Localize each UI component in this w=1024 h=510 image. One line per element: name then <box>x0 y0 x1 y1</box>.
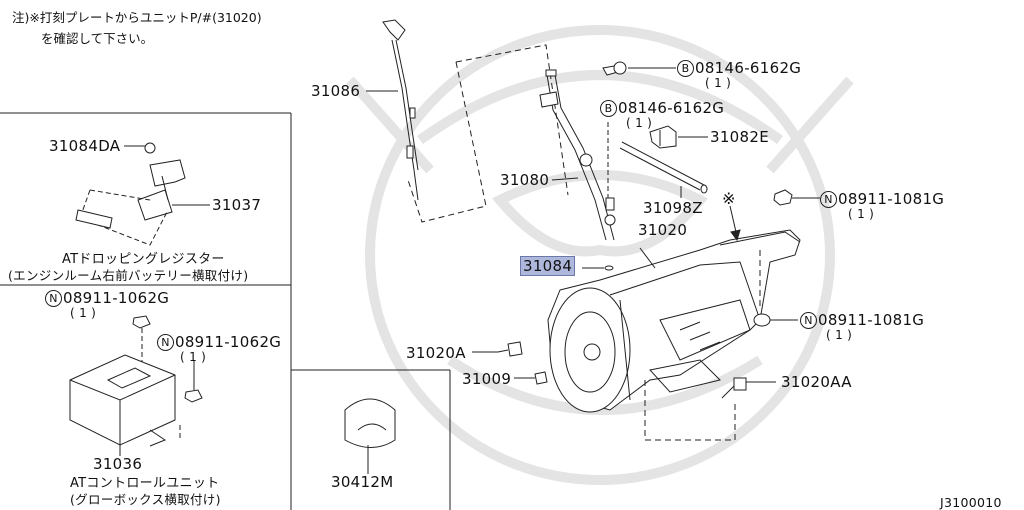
part-31098z[interactable]: 31098Z <box>643 199 703 217</box>
nut-left1-drawing <box>132 315 151 329</box>
star-mark: ※ <box>722 189 736 208</box>
part-31037[interactable]: 31037 <box>212 196 262 214</box>
bolt-31020aa-drawing <box>721 377 747 399</box>
part-31084-highlight: 31084 <box>520 256 576 276</box>
nut-code-left1: 08911-1062G <box>63 289 170 307</box>
nut-code-mid: 08911-1081G <box>818 311 925 329</box>
part-31020a[interactable]: 31020A <box>406 344 466 362</box>
nut-code-top: 08911-1081G <box>838 190 945 208</box>
bolt-code-b1: 08146-6162G <box>695 59 802 77</box>
nut-left1-qty: ( 1 ) <box>70 306 97 320</box>
inset-bottom-caption-1: ATコントロールユニット <box>70 476 220 491</box>
nut-symbol-left1: N <box>45 290 62 307</box>
bolt-b2-qty: ( 1 ) <box>626 116 653 130</box>
part-31009[interactable]: 31009 <box>462 370 512 388</box>
nut-left2-qty: ( 1 ) <box>180 350 207 364</box>
part-31084da[interactable]: 31084DA <box>49 137 121 155</box>
nut-symbol-left2: N <box>157 334 174 351</box>
bracket-drawing <box>75 209 113 229</box>
nut-symbol-top: N <box>820 191 837 208</box>
nut-top-qty: ( 1 ) <box>848 207 875 221</box>
filler-tube-drawing <box>539 69 616 241</box>
inset-top-caption-2: (エンジンルーム右前バッテリー横取付け) <box>8 268 249 283</box>
o-ring-drawing <box>604 265 614 271</box>
part-31020[interactable]: 31020 <box>638 221 688 239</box>
bolt-top-drawing <box>602 61 627 76</box>
nut-code-left2: 08911-1062G <box>175 333 282 351</box>
part-31020aa[interactable]: 31020AA <box>781 373 852 391</box>
part-31080[interactable]: 31080 <box>500 171 550 189</box>
bolt-31009-drawing <box>534 371 548 385</box>
nut-mid-qty: ( 1 ) <box>826 328 853 342</box>
nut-left2-drawing <box>184 389 203 403</box>
diagram-code: J3100010 <box>940 495 1002 510</box>
watermark-emblem <box>346 25 854 485</box>
part-31084[interactable]: 31084 <box>520 256 576 276</box>
breather-pipe-drawing <box>619 141 708 194</box>
note-line-2: を確認して下さい。 <box>41 31 154 46</box>
nut-top-drawing <box>773 189 793 206</box>
nut-symbol-mid: N <box>800 312 817 329</box>
part-30412m[interactable]: 30412M <box>331 473 394 491</box>
bolt-symbol-b1: B <box>677 60 694 77</box>
bolt-31020a-drawing <box>497 341 523 357</box>
inset-bottom-caption-2: (グローボックス横取付け) <box>70 492 221 507</box>
dipstick-drawing <box>382 19 419 201</box>
inset-top-caption-1: ATドロッピングレジスター <box>62 252 225 267</box>
plate-30412m-drawing <box>344 398 396 448</box>
note-line-1: 注)※打刻プレートからユニットP/#(31020) <box>12 10 262 25</box>
part-31082e[interactable]: 31082E <box>710 128 769 146</box>
bolt-code-b2: 08146-6162G <box>618 99 725 117</box>
nut-mid-drawing <box>753 313 771 327</box>
drop-register-drawing <box>137 142 186 221</box>
bolt-b1-qty: ( 1 ) <box>705 76 732 90</box>
bolt-symbol-b2: B <box>600 100 617 117</box>
part-31086[interactable]: 31086 <box>311 82 361 100</box>
control-unit-drawing <box>69 354 176 447</box>
part-31036[interactable]: 31036 <box>93 455 143 473</box>
clip-drawing <box>649 125 677 149</box>
